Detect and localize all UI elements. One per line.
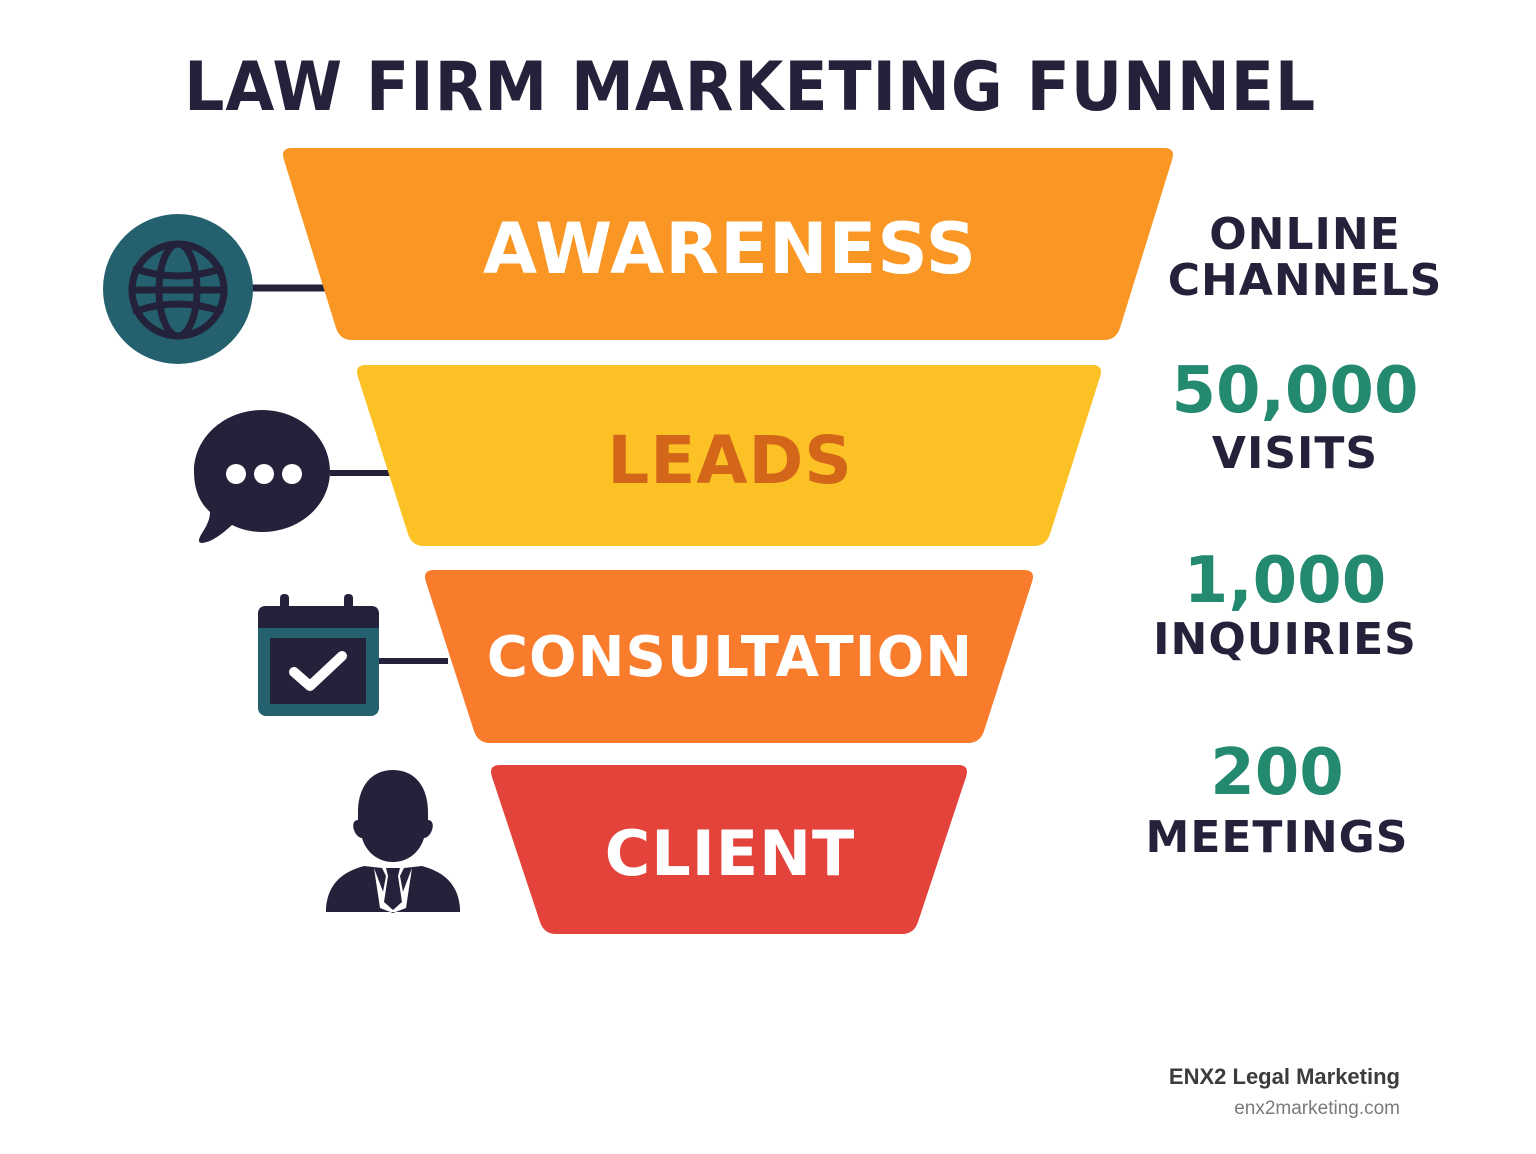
page-title: LAW FIRM MARKETING FUNNEL <box>184 48 1317 127</box>
metric-visits: 50,000 VISITS <box>1150 354 1440 480</box>
metric-online-channels: ONLINE CHANNELS <box>1160 209 1450 307</box>
stage-label-leads: LEADS <box>607 422 853 499</box>
credit-block: ENX2 Legal Marketing enx2marketing.com <box>1169 1064 1400 1120</box>
calendar-check-icon <box>258 594 379 716</box>
funnel-stage-awareness <box>283 148 1173 340</box>
globe-icon <box>103 214 253 364</box>
metric-number: 50,000 <box>1171 354 1419 428</box>
metric-label: ONLINE <box>1209 209 1401 260</box>
credit-url: enx2marketing.com <box>1234 1098 1400 1119</box>
chat-bubble-icon <box>194 410 330 543</box>
stage-label-consultation: CONSULTATION <box>486 625 974 690</box>
stage-label-awareness: AWARENESS <box>482 208 978 290</box>
funnel-stage-client <box>491 765 967 934</box>
funnel-stage-consultation <box>425 570 1033 743</box>
metric-meetings: 200 MEETINGS <box>1132 736 1422 864</box>
metric-number: 200 <box>1210 736 1344 810</box>
metric-label: INQUIRIES <box>1153 614 1417 666</box>
businessman-icon <box>326 770 460 913</box>
metric-label: VISITS <box>1211 428 1379 480</box>
stage-label-client: CLIENT <box>604 817 856 890</box>
credit-brand: ENX2 Legal Marketing <box>1168 1064 1400 1089</box>
metric-label: MEETINGS <box>1145 812 1409 864</box>
metric-number: 1,000 <box>1183 544 1387 618</box>
metric-label: CHANNELS <box>1167 255 1443 307</box>
funnel-stage-leads <box>357 365 1101 546</box>
metric-inquiries: 1,000 INQUIRIES <box>1140 544 1430 666</box>
